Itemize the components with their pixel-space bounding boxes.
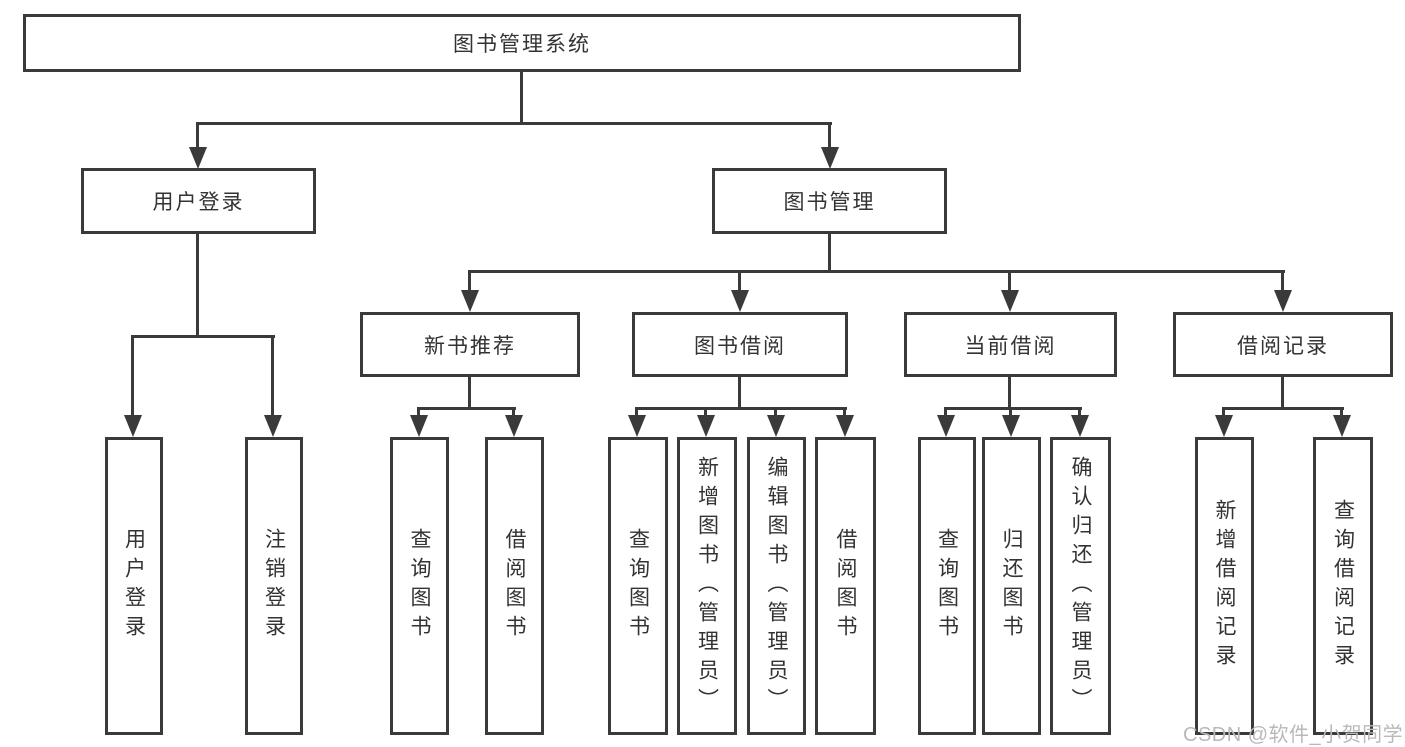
connector-to-leaf-logout	[271, 335, 274, 416]
node-user-login: 用户登录	[81, 168, 316, 234]
arrowhead-current-borrowing	[1001, 290, 1019, 312]
connector-to-leaf-borrow-books-a	[512, 407, 515, 417]
leaf-add-borrow-record-label: 新增借阅记录	[1213, 499, 1236, 673]
leaf-return-book: 归还图书	[982, 437, 1041, 735]
leaf-add-book-admin-label: 新增图书（管理员）	[695, 455, 719, 717]
node-book-borrowing: 图书借阅	[632, 312, 848, 377]
node-new-book-recommend: 新书推荐	[360, 312, 580, 377]
leaf-borrow-books-borrowing-label: 借阅图书	[834, 528, 857, 644]
connector-root-stem	[520, 72, 523, 122]
connector-to-leaf-query-books-c	[944, 407, 947, 417]
arrowhead-new-book	[461, 290, 479, 312]
connector-new-book-stem	[468, 377, 471, 407]
arrowhead-leaf-edit-book	[767, 415, 785, 437]
connector-current-borrowing-split	[944, 407, 1082, 410]
leaf-add-book-admin: 新增图书（管理员）	[677, 437, 737, 735]
arrowhead-leaf-add-book	[697, 415, 715, 437]
arrowhead-leaf-add-record	[1215, 415, 1233, 437]
node-book-management-label: 图书管理	[783, 191, 876, 214]
node-book-management: 图书管理	[712, 168, 947, 234]
node-borrow-records: 借阅记录	[1173, 312, 1393, 377]
leaf-query-borrow-record-label: 查询借阅记录	[1331, 499, 1355, 673]
connector-book-borrowing-stem	[738, 377, 741, 407]
node-borrow-records-label: 借阅记录	[1237, 334, 1329, 358]
arrowhead-book-management	[821, 147, 839, 169]
arrowhead-leaf-logout	[264, 415, 282, 437]
connector-to-book-borrowing	[738, 270, 741, 292]
connector-borrow-records-split	[1222, 407, 1344, 410]
connector-to-new-book	[468, 270, 471, 292]
connector-user-login-split	[131, 335, 275, 338]
arrowhead-leaf-confirm-return	[1071, 415, 1089, 437]
leaf-borrow-books-recommend: 借阅图书	[485, 437, 544, 735]
leaf-query-borrow-record: 查询借阅记录	[1313, 437, 1373, 735]
connector-level1-split	[196, 122, 832, 125]
leaf-query-books-recommend-label: 查询图书	[408, 528, 431, 644]
leaf-query-books-recommend: 查询图书	[390, 437, 449, 735]
connector-to-leaf-borrow-books-b	[843, 407, 846, 417]
connector-to-leaf-query-books-a	[417, 407, 420, 417]
leaf-edit-book-admin-label: 编辑图书（管理员）	[765, 455, 788, 717]
leaf-user-login-label: 用户登录	[122, 528, 146, 644]
connector-to-book-management	[828, 122, 831, 148]
arrowhead-leaf-borrow-books-b	[836, 415, 854, 437]
leaf-add-borrow-record: 新增借阅记录	[1195, 437, 1254, 735]
csdn-watermark: CSDN @软件_小贺同学	[1183, 724, 1404, 746]
leaf-query-books-borrowing: 查询图书	[608, 437, 668, 735]
connector-to-leaf-user-login	[131, 335, 134, 416]
leaf-query-books-current-label: 查询图书	[935, 528, 959, 644]
connector-level2-split	[468, 270, 1285, 273]
connector-borrow-records-stem	[1281, 377, 1284, 407]
connector-to-leaf-add-book	[704, 407, 707, 417]
node-library-system-label: 图书管理系统	[453, 33, 591, 56]
leaf-logout-label: 注销登录	[262, 528, 286, 644]
arrowhead-leaf-return-book	[1002, 415, 1020, 437]
arrowhead-leaf-user-login	[124, 415, 142, 437]
connector-to-leaf-return-book	[1009, 407, 1012, 417]
arrowhead-user-login	[189, 147, 207, 169]
leaf-borrow-books-recommend-label: 借阅图书	[503, 528, 526, 644]
leaf-edit-book-admin: 编辑图书（管理员）	[747, 437, 806, 735]
node-book-borrowing-label: 图书借阅	[694, 334, 786, 358]
connector-book-management-stem	[828, 234, 831, 270]
arrowhead-book-borrowing	[731, 290, 749, 312]
node-user-login-label: 用户登录	[152, 191, 245, 214]
connector-to-leaf-query-books-b	[635, 407, 638, 417]
leaf-logout: 注销登录	[245, 437, 303, 735]
arrowhead-leaf-query-books-b	[628, 415, 646, 437]
node-current-borrowing: 当前借阅	[904, 312, 1117, 377]
connector-to-borrow-records	[1281, 270, 1284, 292]
connector-to-leaf-edit-book	[774, 407, 777, 417]
leaf-return-book-label: 归还图书	[1000, 528, 1023, 644]
connector-user-login-stem	[196, 234, 199, 335]
connector-to-leaf-add-record	[1222, 407, 1225, 417]
leaf-query-books-current: 查询图书	[918, 437, 976, 735]
connector-to-leaf-query-record	[1340, 407, 1343, 417]
node-library-system: 图书管理系统	[23, 14, 1021, 72]
leaf-query-books-borrowing-label: 查询图书	[626, 528, 650, 644]
node-current-borrowing-label: 当前借阅	[964, 334, 1057, 358]
connector-current-borrowing-stem	[1008, 377, 1011, 407]
connector-to-user-login	[196, 122, 199, 148]
leaf-user-login: 用户登录	[105, 437, 163, 735]
connector-book-borrowing-split	[635, 407, 847, 410]
leaf-borrow-books-borrowing: 借阅图书	[815, 437, 876, 735]
connector-to-leaf-confirm-return	[1078, 407, 1081, 417]
connector-new-book-split	[417, 407, 516, 410]
node-new-book-recommend-label: 新书推荐	[424, 334, 516, 358]
leaf-confirm-return-admin-label: 确认归还（管理员）	[1069, 455, 1092, 717]
arrowhead-leaf-query-record	[1333, 415, 1351, 437]
arrowhead-borrow-records	[1274, 290, 1292, 312]
connector-to-current-borrowing	[1008, 270, 1011, 292]
arrowhead-leaf-query-books-a	[410, 415, 428, 437]
arrowhead-leaf-borrow-books-a	[505, 415, 523, 437]
arrowhead-leaf-query-books-c	[937, 415, 955, 437]
leaf-confirm-return-admin: 确认归还（管理员）	[1050, 437, 1111, 735]
